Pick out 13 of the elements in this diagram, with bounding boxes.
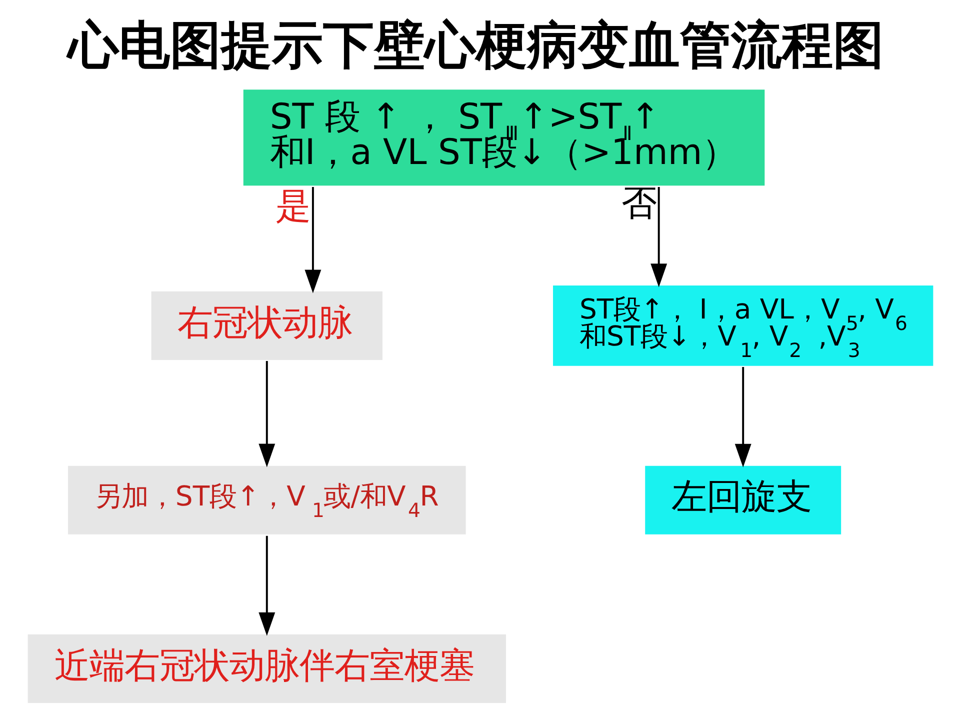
arrow <box>258 536 275 636</box>
node-box: ST段↑， Ⅰ，a VL，V$_{5}$, V$_{6}$ 和ST段↓，V$_{1}$, V$_{2}$ ,V$_{3}$ <box>550 284 935 368</box>
arrow <box>734 367 751 468</box>
diagram-title: 心电图提示下壁心梗病变血管流程图 <box>67 16 884 76</box>
edge-label: 是 <box>275 186 310 227</box>
arrow <box>258 361 275 468</box>
node-box: 另加，ST段↑，V$_{1}$或/和V$_{4}$R <box>66 464 468 536</box>
node-box: 左回旋支 <box>642 464 843 536</box>
node-box: ST 段 ↑ ， ST$_{Ⅲ}$↑>ST$_{Ⅱ}$↑ 和Ⅰ，a VL ST段↓（>1mm） <box>240 88 766 188</box>
arrow <box>304 187 321 294</box>
node-box: 近端右冠状动脉伴右室梗塞 <box>25 632 508 705</box>
node-box: 右冠状动脉 <box>148 289 384 362</box>
arrow <box>650 187 667 288</box>
